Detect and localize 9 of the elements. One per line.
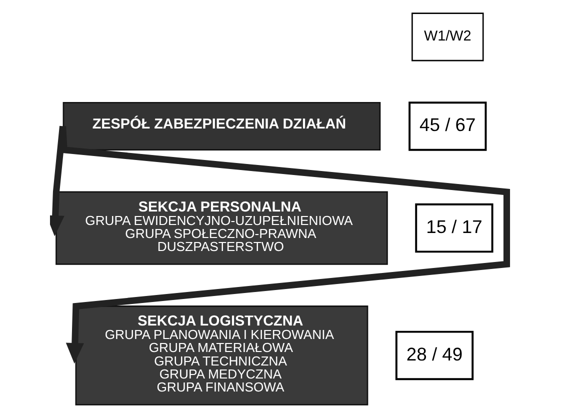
node-box: SEKCJA PERSONALNA GRUPA EWIDENCYJNO-UZUPEŁNIENIOWA GRUPA SPOŁECZNO-PRAWNA DUSZPASTERSTWO bbox=[55, 191, 388, 265]
label: W1/W2 bbox=[423, 28, 471, 45]
node-label: 28 / 49 bbox=[406, 343, 462, 364]
node-label: 45 / 67 bbox=[419, 114, 476, 136]
node-box: SEKCJA LOGISTYCZNA GRUPA PLANOWANIA I KIEROWANIA GRUPA MATERIAŁOWA GRUPA TECHNICZNA GRUPA MEDYCZNA GRUPA FINANSOWA bbox=[74, 306, 368, 406]
node-label: 15 / 17 bbox=[426, 216, 482, 237]
arrow bbox=[59, 126, 510, 364]
node-box: ZESPÓŁ ZABEZPIECZENIA DZIAŁAŃ bbox=[62, 102, 380, 151]
arrow bbox=[50, 126, 66, 236]
